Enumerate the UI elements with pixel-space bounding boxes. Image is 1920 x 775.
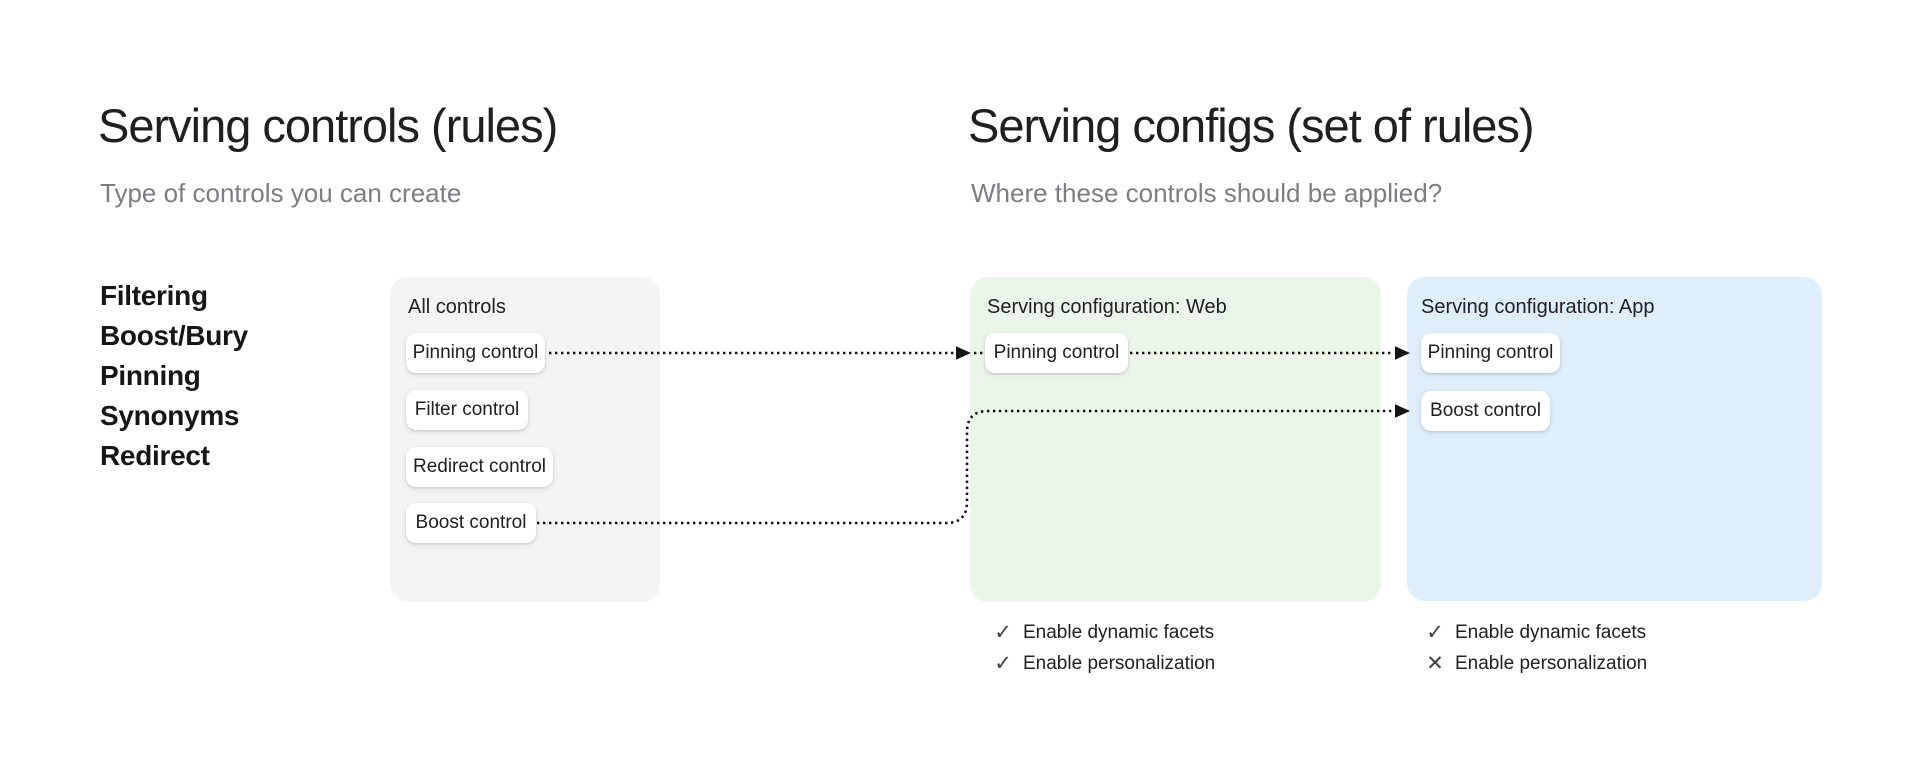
app-setting-dynamic-facets: ✓ Enable dynamic facets bbox=[1424, 617, 1647, 648]
control-type-filtering: Filtering bbox=[100, 280, 208, 311]
left-section-title: Serving controls (rules) bbox=[98, 99, 558, 152]
app-chip-pinning-control: Pinning control bbox=[1421, 333, 1560, 373]
all-controls-card: All controls Pinning control Filter cont… bbox=[390, 277, 660, 602]
cross-icon: ✕ bbox=[1426, 651, 1444, 675]
right-section-subtitle: Where these controls should be applied? bbox=[971, 178, 1443, 208]
chip-pinning-control: Pinning control bbox=[406, 333, 545, 373]
check-icon: ✓ bbox=[994, 620, 1012, 644]
arrowhead-pinning-web bbox=[956, 346, 971, 360]
chip-redirect-control: Redirect control bbox=[406, 447, 553, 487]
web-setting-personalization: ✓ Enable personalization bbox=[992, 648, 1215, 679]
control-type-synonyms: Synonyms bbox=[100, 400, 240, 431]
right-section-title: Serving configs (set of rules) bbox=[968, 99, 1535, 152]
left-section-subtitle: Type of controls you can create bbox=[100, 178, 462, 208]
control-type-pinning: Pinning bbox=[100, 360, 201, 391]
app-config-card: Serving configuration: App Pinning contr… bbox=[1407, 277, 1822, 601]
chip-boost-control: Boost control bbox=[406, 503, 536, 543]
app-config-card-title: Serving configuration: App bbox=[1421, 296, 1655, 318]
web-chip-pinning-control: Pinning control bbox=[985, 333, 1128, 373]
web-config-settings: ✓ Enable dynamic facets ✓ Enable persona… bbox=[992, 617, 1215, 679]
all-controls-card-title: All controls bbox=[408, 296, 506, 318]
check-icon: ✓ bbox=[994, 651, 1012, 675]
web-config-card: Serving configuration: Web Pinning contr… bbox=[970, 277, 1381, 602]
check-icon: ✓ bbox=[1426, 620, 1444, 644]
chip-filter-control: Filter control bbox=[406, 390, 528, 430]
app-config-settings: ✓ Enable dynamic facets ✕ Enable persona… bbox=[1424, 617, 1647, 679]
app-setting-personalization: ✕ Enable personalization bbox=[1424, 648, 1647, 679]
web-setting-dynamic-facets: ✓ Enable dynamic facets bbox=[992, 617, 1215, 648]
control-type-redirect: Redirect bbox=[100, 440, 210, 471]
web-config-card-title: Serving configuration: Web bbox=[987, 296, 1227, 318]
app-chip-boost-control: Boost control bbox=[1421, 391, 1550, 431]
control-type-boost-bury: Boost/Bury bbox=[100, 320, 248, 351]
control-type-list: Filtering Boost/Bury Pinning Synonyms Re… bbox=[100, 276, 248, 476]
